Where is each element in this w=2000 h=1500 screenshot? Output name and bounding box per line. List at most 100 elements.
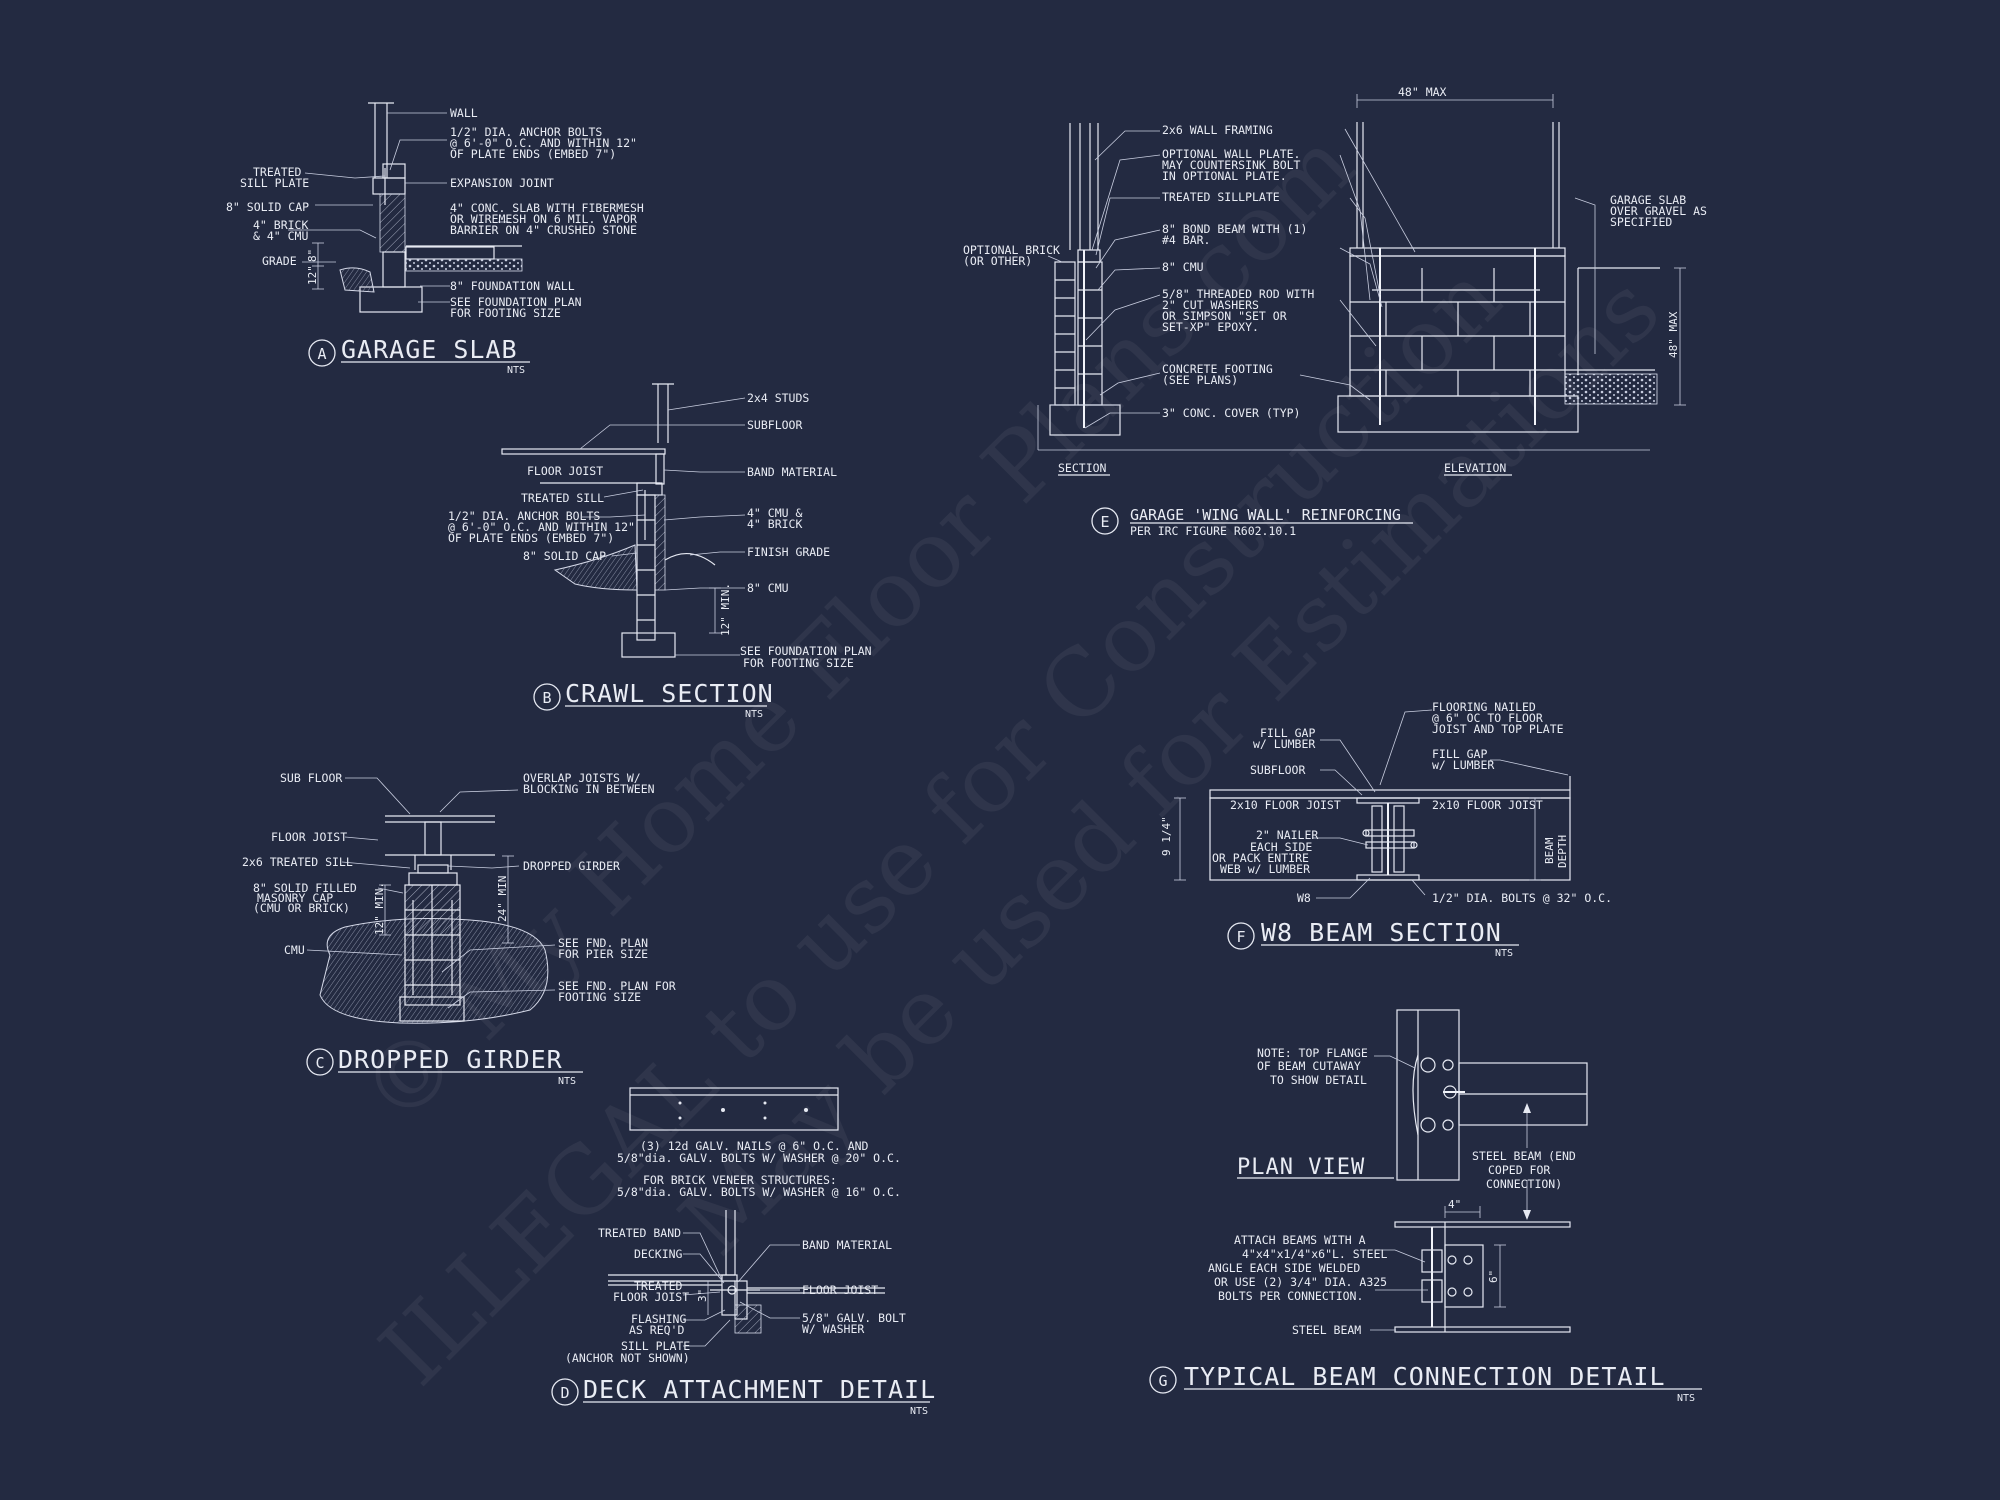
title-w8-beam: W8 BEAM SECTION [1261,918,1502,947]
label-nailer-4: WEB w/ LUMBER [1220,862,1310,876]
label-subfloor: SUBFLOOR [1250,763,1305,777]
detail-letter-d: D [560,1384,569,1402]
title-dropped-girder: DROPPED GIRDER [338,1045,563,1074]
detail-marker-e [1091,507,1119,535]
label-nails-2: 5/8"dia. GALV. BOLTS W/ WASHER @ 20" O.C… [617,1151,901,1165]
label-note-1: NOTE: TOP FLANGE [1257,1046,1368,1060]
label-sill-2: (ANCHOR NOT SHOWN) [565,1351,690,1365]
detail-a-garage-slab: WALL 1/2" DIA. ANCHOR BOLTS @ 6'-0" O.C.… [226,102,644,376]
label-attach-1: ATTACH BEAMS WITH A [1234,1233,1366,1247]
label-fill-gap-left-2: w/ LUMBER [1253,737,1315,751]
scale-d: NTS [910,1406,928,1417]
label-elevation: ELEVATION [1444,461,1506,475]
label-treated-band: TREATED BAND [598,1226,681,1240]
label-bolts-3: OF PLATE ENDS (EMBED 7") [448,531,614,545]
label-cap-1: 8" SOLID FILLED [253,881,357,895]
label-treated-2: FLOOR JOIST [613,1290,689,1304]
label-band-material: BAND MATERIAL [747,465,837,479]
label-joist-right: 2x10 FLOOR JOIST [1432,798,1543,812]
label-foundation-wall: 8" FOUNDATION WALL [450,279,575,293]
label-brick-2: & 4" CMU [253,229,308,243]
label-flooring-3: JOIST AND TOP PLATE [1432,722,1564,736]
label-bolt-1: 5/8" GALV. BOLT [802,1311,906,1325]
label-plate-2: MAY COUNTERSINK BOLT [1162,158,1301,172]
label-floor-joist: FLOOR JOIST [527,464,603,478]
detail-letter-g: G [1158,1372,1167,1390]
label-optional-brick-1: OPTIONAL BRICK [963,243,1060,257]
label-footing-2: (SEE PLANS) [1162,373,1238,387]
label-steel-beam-end-1: STEEL BEAM (END [1472,1149,1576,1163]
label-note-3: TO SHOW DETAIL [1270,1073,1367,1087]
label-conc-cover: 3" CONC. COVER (TYP) [1162,406,1300,420]
detail-marker-g [1149,1366,1177,1394]
label-garage-slab-3: SPECIFIED [1610,215,1672,229]
label-footing-1: SEE FND. PLAN FOR [558,979,676,993]
title-crawl-section: CRAWL SECTION [565,679,774,708]
label-attach-3: ANGLE EACH SIDE WELDED [1208,1261,1360,1275]
label-rod-2: 2" CUT WASHERS [1162,298,1259,312]
label-treated-2: SILL PLATE [240,176,309,190]
label-joist-left: 2x10 FLOOR JOIST [1230,798,1341,812]
label-brick-1: FOR BRICK VENEER STRUCTURES: [643,1173,837,1187]
label-attach-4: OR USE (2) 3/4" DIA. A325 [1214,1275,1387,1289]
label-wall-framing: 2x6 WALL FRAMING [1162,123,1273,137]
label-slab-2: OR WIREMESH ON 6 MIL. VAPOR [450,212,637,226]
detail-g-beam-connection: NOTE: TOP FLANGE OF BEAM CUTAWAY TO SHOW… [1149,1009,1702,1404]
dim-8: 8" [306,249,319,262]
detail-marker-d [551,1378,579,1406]
label-nailer-2: EACH SIDE [1250,840,1312,854]
label-pier-2: FOR PIER SIZE [558,947,648,961]
dim-12-min: 12" MIN. [373,882,386,935]
label-bond-1: 8" BOND BEAM WITH (1) [1162,222,1307,236]
label-anchor-bolts-2: @ 6'-0" O.C. AND WITHIN 12" [450,136,637,150]
label-bolts-32: 1/2" DIA. BOLTS @ 32" O.C. [1432,891,1612,905]
detail-marker-b [533,683,561,711]
label-footing-1: SEE FOUNDATION PLAN [740,644,872,658]
detail-letter-a: A [317,345,326,363]
label-optional-brick-2: (OR OTHER) [963,254,1032,268]
label-plate-1: OPTIONAL WALL PLATE. [1162,147,1300,161]
dim-24-min: 24" MIN [496,876,509,922]
label-anchor-bolts-3: OF PLATE ENDS (EMBED 7") [450,147,616,161]
title-plan-view: PLAN VIEW [1237,1155,1365,1180]
dim-12-min: 12" MIN. [719,583,732,636]
label-sub-floor: SUB FLOOR [280,771,342,785]
label-section: SECTION [1058,461,1107,475]
label-beam-depth-1: BEAM [1543,837,1556,864]
label-treated-sill: 2x6 TREATED SILL [242,855,353,869]
label-dropped-girder: DROPPED GIRDER [523,859,620,873]
label-treated-1: TREATED [253,165,302,179]
label-footing-1: CONCRETE FOOTING [1162,362,1273,376]
label-overlap-1: OVERLAP JOISTS W/ [523,771,641,785]
scale-b: NTS [745,709,763,720]
label-fill-gap-right-1: FILL GAP [1432,747,1487,761]
title-wing-wall: GARAGE 'WING WALL' REINFORCING [1130,506,1401,524]
label-flashing-1: FLASHING [631,1312,686,1326]
label-w8: W8 [1297,891,1311,905]
label-attach-2: 4"x4"x1/4"x6"L. STEEL [1242,1247,1387,1261]
label-plate-3: IN OPTIONAL PLATE. [1162,169,1287,183]
detail-f-w8-beam: FLOORING NAILED @ 6" OC TO FLOOR JOIST A… [1160,700,1612,959]
label-flooring-2: @ 6" OC TO FLOOR [1432,711,1543,725]
dim-6: 6" [1487,1270,1500,1283]
label-cmu: CMU [284,943,305,957]
label-rod-3: OR SIMPSON "SET OR [1162,309,1287,323]
label-cap-2: MASONRY CAP [257,891,333,905]
detail-d-deck-attachment: (3) 12d GALV. NAILS @ 6" O.C. AND 5/8"di… [551,1087,936,1417]
label-nailer-3: OR PACK ENTIRE [1212,851,1309,865]
label-garage-slab-1: GARAGE SLAB [1610,193,1686,207]
title-deck-attachment: DECK ATTACHMENT DETAIL [583,1375,936,1404]
label-fill-gap-right-2: w/ LUMBER [1432,758,1494,772]
label-2x4-studs: 2x4 STUDS [747,391,809,405]
label-note-2: OF BEAM CUTAWAY [1257,1059,1361,1073]
detail-letter-e: E [1100,513,1109,531]
label-treated-1: TREATED [634,1279,683,1293]
label-band-material: BAND MATERIAL [802,1238,892,1252]
detail-marker-f [1227,922,1255,950]
scale-g: NTS [1677,1393,1695,1404]
label-nailer-1: 2" NAILER [1256,828,1318,842]
label-anchor-bolts-1: 1/2" DIA. ANCHOR BOLTS [450,125,602,139]
label-brick-1: 4" BRICK [253,218,308,232]
label-cap-3: (CMU OR BRICK) [253,901,350,915]
label-flooring-1: FLOORING NAILED [1432,700,1536,714]
